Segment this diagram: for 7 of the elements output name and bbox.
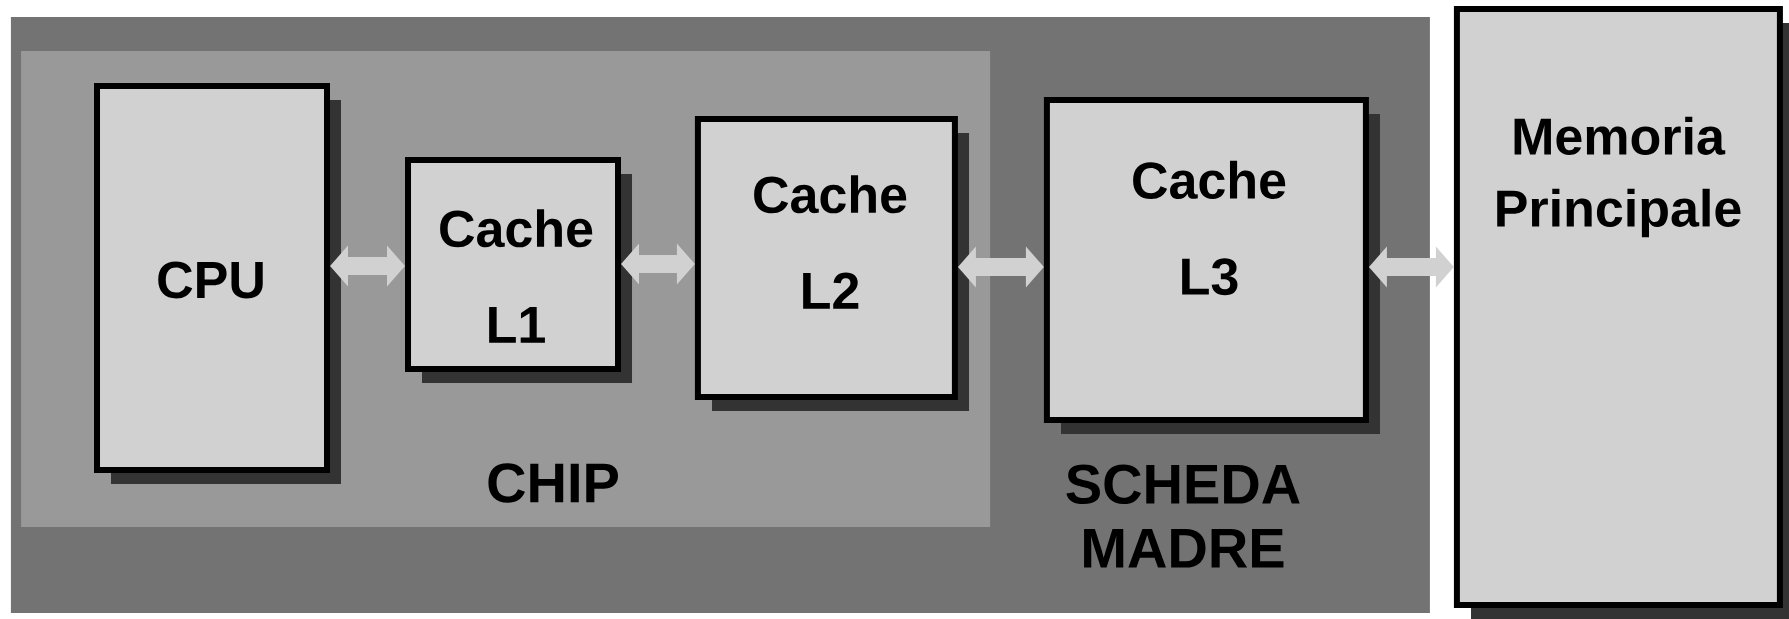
- cache-box: Cache L1: [405, 156, 632, 383]
- cache-box: Cache L3: [1043, 97, 1380, 434]
- arrow: [621, 243, 695, 285]
- cpu-box: CPU: [94, 83, 341, 484]
- arrow: [330, 245, 405, 287]
- memory-box: Memoria Principale: [1453, 6, 1789, 619]
- cache-box: Cache L2: [694, 116, 969, 411]
